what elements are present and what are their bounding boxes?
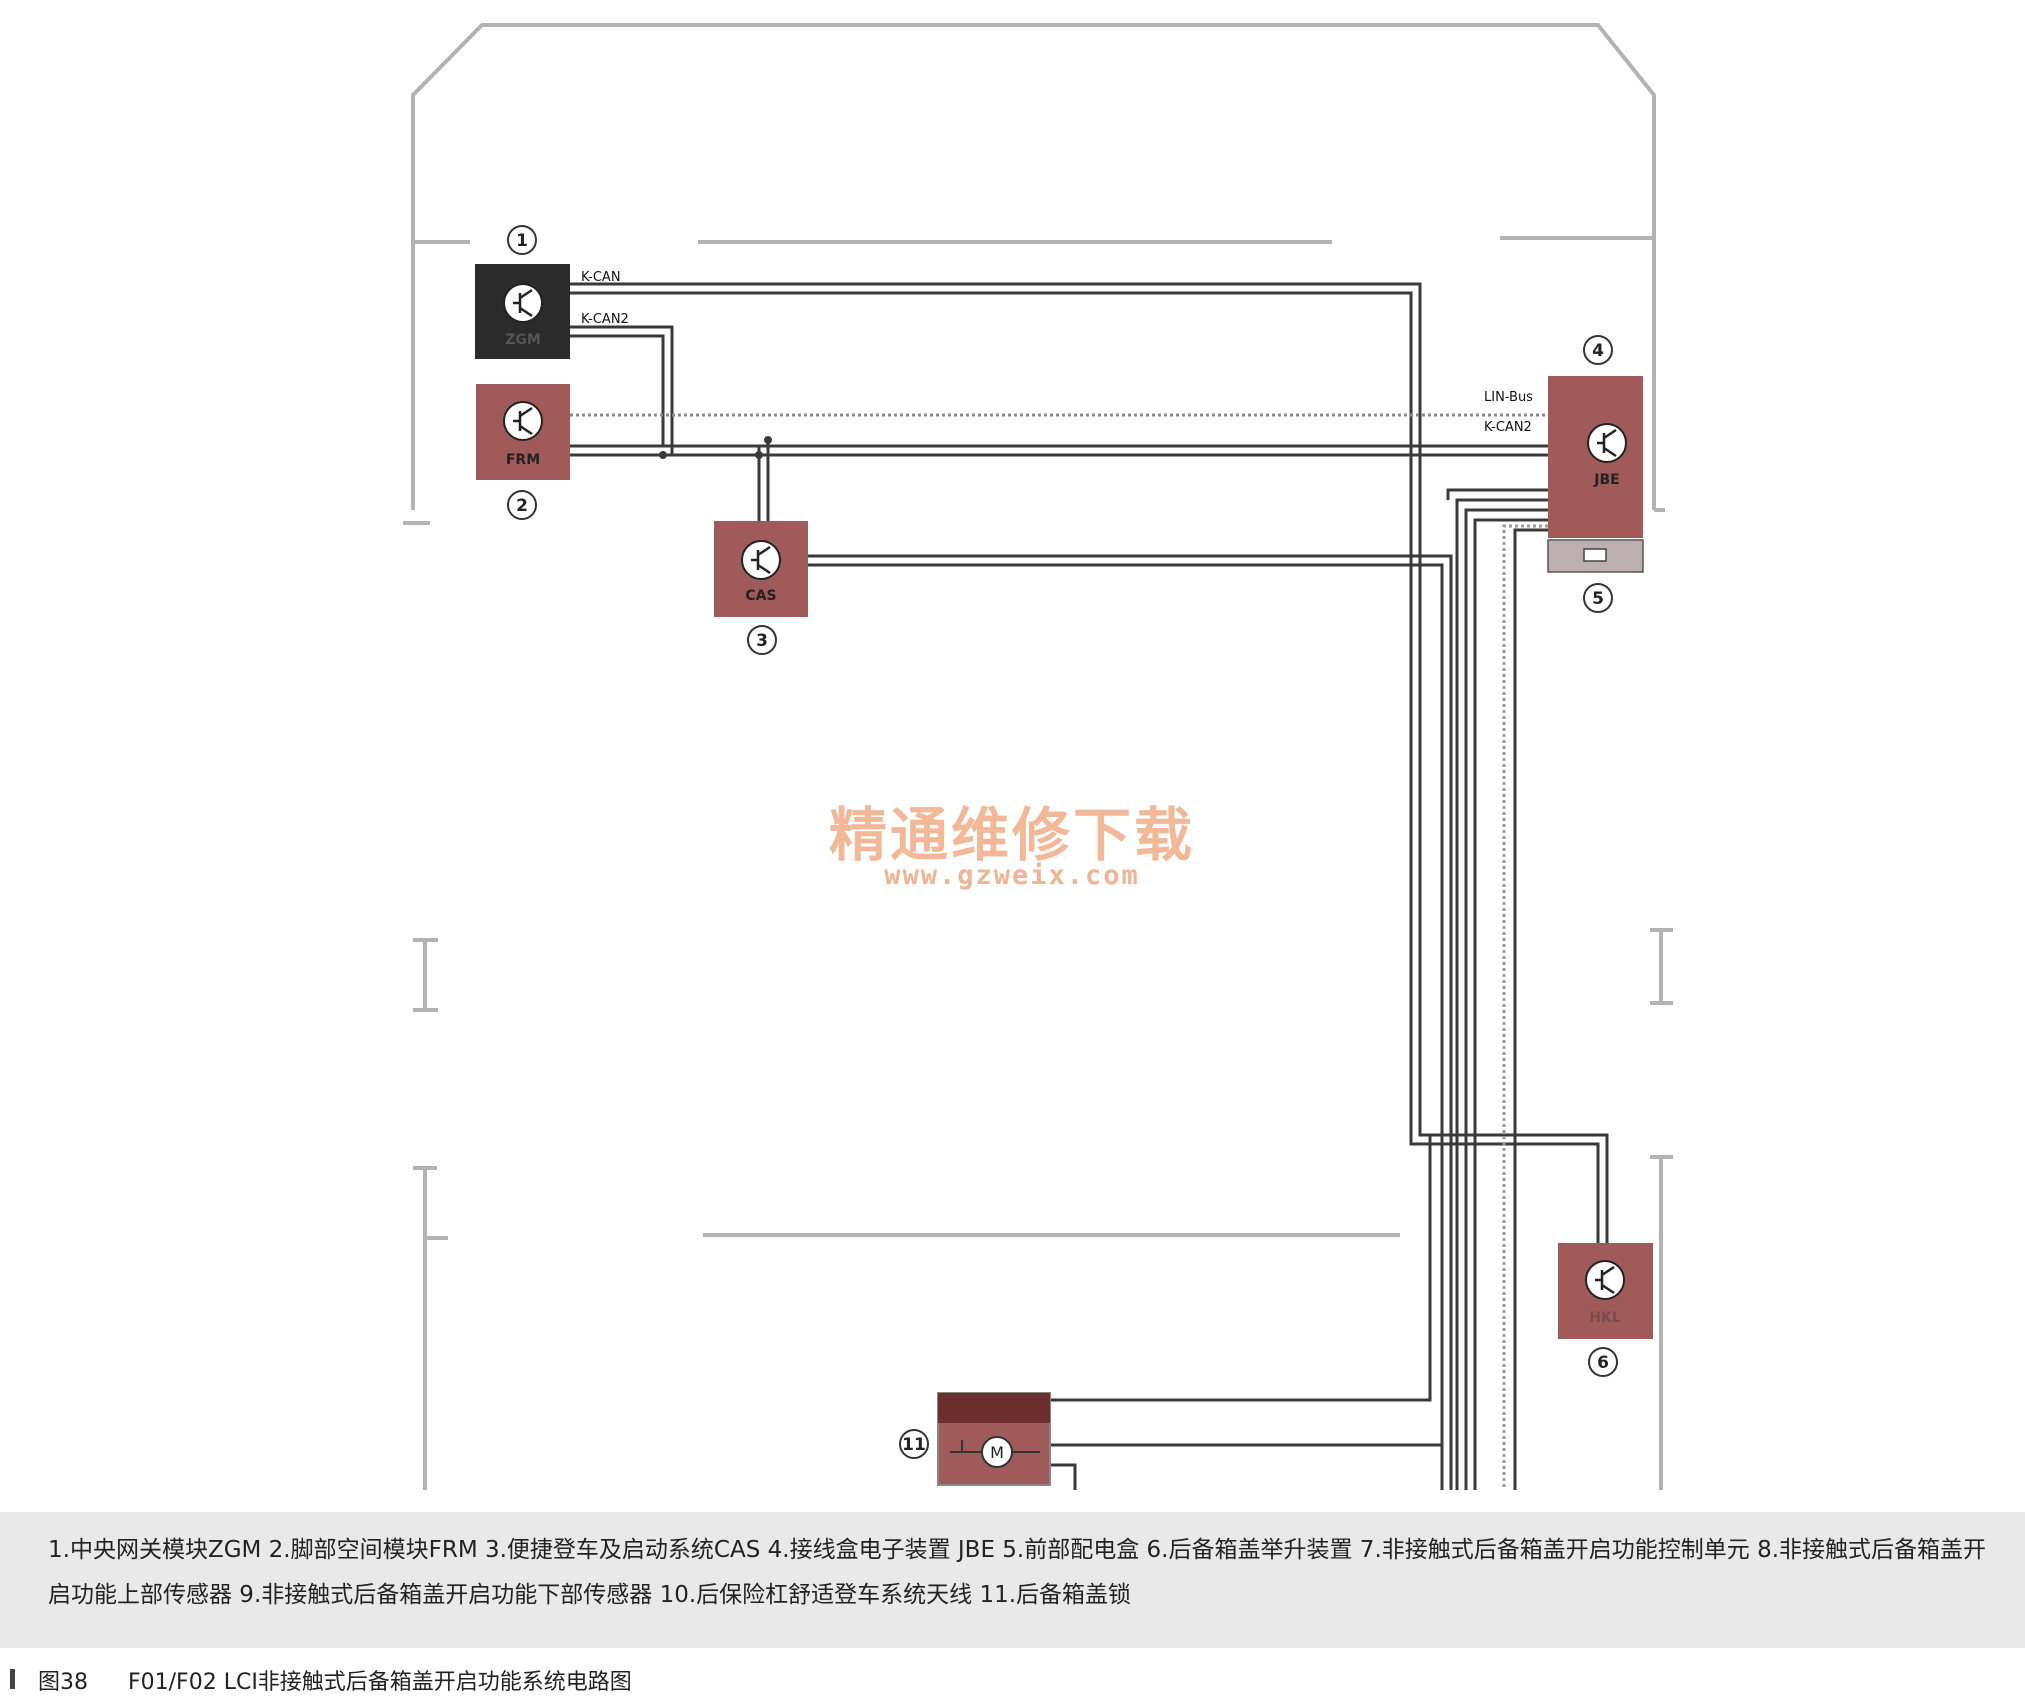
wiring-harness (570, 282, 1609, 1490)
callout-5: 5 (1592, 589, 1604, 609)
legend-band (0, 1512, 2025, 1648)
wire-jbe-trunk-1 (1446, 488, 1548, 500)
callout-1: 1 (516, 231, 528, 251)
watermark-title: 精通维修下载 (829, 801, 1195, 869)
jbe-label: JBE (1593, 472, 1619, 488)
vehicle-outline (403, 23, 1673, 1490)
zgm-label: ZGM (505, 332, 541, 348)
callout-6: 6 (1597, 1353, 1609, 1373)
cas-label: CAS (745, 588, 776, 604)
module-frm: FRM 2 (476, 384, 570, 520)
circuit-diagram: ZGM 1 FRM 2 CAS 3 JBE (403, 23, 1673, 1490)
junction-dots (659, 436, 772, 459)
bus-label-lin-bus: LIN-Bus (1484, 390, 1533, 405)
module-zgm: ZGM 1 (475, 225, 570, 359)
wire-lock-a (1050, 1135, 1432, 1402)
frm-label: FRM (506, 452, 540, 468)
wire-cas-trunk-a (808, 554, 1453, 1490)
watermark-url: www.gzweix.com (884, 860, 1140, 891)
callout-4: 4 (1592, 341, 1604, 361)
wire-k-can-outer (570, 282, 1609, 1245)
figure-caption: 图38 F01/F02 LCI非接触式后备箱盖开启功能系统电路图 (0, 1660, 1000, 1697)
wire-jbe-trunk-3 (1464, 508, 1548, 1490)
module-trunk-lock: M 11 (899, 1392, 1051, 1486)
wire-jbe-trunk-2 (1455, 498, 1548, 1490)
wire-k-can2-zgm-a (570, 325, 674, 455)
wire-cas-trunk-b (808, 563, 1444, 1490)
module-cas: CAS 3 (714, 521, 808, 655)
caption-bar (10, 1669, 15, 1689)
figure-title: F01/F02 LCI非接触式后备箱盖开启功能系统电路图 (128, 1670, 632, 1695)
wire-jbe-trunk-5 (1513, 528, 1548, 1490)
module-front-distribution-box: 5 (1547, 539, 1644, 613)
bus-label-k-can: K-CAN (581, 270, 621, 285)
module-hkl: HKL 6 (1558, 1243, 1653, 1377)
wire-jbe-trunk-4 (1473, 518, 1548, 1490)
wire-lin-bus (570, 413, 1565, 526)
motor-label: M (990, 1443, 1004, 1462)
bus-label-k-can2-top: K-CAN2 (581, 312, 629, 327)
module-jbe: JBE 4 (1548, 335, 1643, 538)
figure-number: 图38 (38, 1670, 88, 1695)
wire-lock-c (1050, 1463, 1077, 1490)
callout-11: 11 (902, 1435, 926, 1455)
wire-k-can2-zgm-b (570, 334, 665, 446)
callout-2: 2 (516, 496, 528, 516)
callout-3: 3 (756, 631, 768, 651)
wire-k-can-inner (570, 291, 1600, 1245)
bus-label-k-can2-right: K-CAN2 (1484, 420, 1532, 435)
legend-text: 1.中央网关模块ZGM 2.脚部空间模块FRM 3.便捷登车及启动系统CAS 4… (48, 1537, 1987, 1608)
hkl-label: HKL (1589, 1310, 1621, 1326)
wire-jbe-dotted (1502, 524, 1548, 1490)
